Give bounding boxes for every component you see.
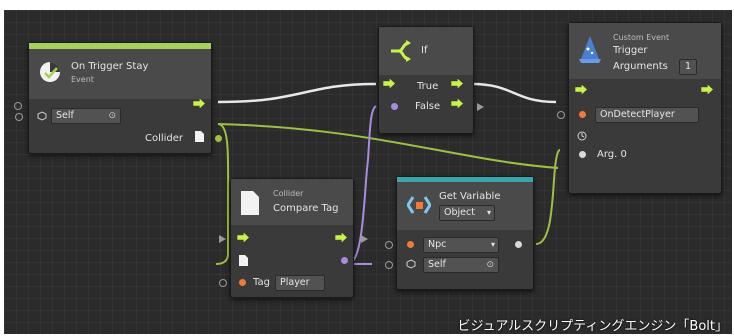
target-input-port[interactable]	[15, 113, 23, 121]
connections-layer	[215, 82, 561, 265]
variable-name-dropdown[interactable]: Npc ▾	[423, 237, 499, 253]
collider-doc-icon	[195, 131, 204, 142]
trigger-target-port-outer[interactable]	[14, 102, 22, 110]
control-input-port[interactable]	[219, 235, 226, 243]
tag-input-port[interactable]	[239, 279, 246, 286]
control-output-port[interactable]: ⮕	[193, 97, 206, 111]
chevron-down-icon: ▾	[486, 208, 491, 217]
target-input-port[interactable]	[557, 111, 565, 119]
node-compare-tag[interactable]: Collider Compare Tag ⮕ ⮕ Tag Player	[219, 178, 368, 298]
object-input-port-outer[interactable]	[385, 261, 393, 269]
collider-label: Collider	[145, 133, 184, 144]
node-title: Get Variable	[439, 191, 501, 202]
tag-value-field[interactable]: Player	[275, 275, 325, 291]
graph-editor[interactable]: On Trigger Stay Event ⮕ Self ⊙ Collider I…	[4, 10, 732, 334]
document-icon	[241, 191, 259, 215]
tag-label: Tag	[253, 277, 270, 288]
node-title: Trigger	[613, 45, 648, 56]
data-wire-tag-to-if	[347, 105, 377, 265]
chevron-down-icon: ▾	[490, 240, 495, 249]
control-input-port[interactable]: ⮕	[383, 77, 396, 91]
self-field[interactable]: Self ⊙	[51, 108, 121, 124]
node-subtitle: Custom Event	[613, 33, 670, 42]
object-self-field[interactable]: Self ⊙	[423, 257, 499, 273]
target-picker-icon[interactable]: ⊙	[108, 111, 116, 121]
node-on-trigger-stay[interactable]: On Trigger Stay Event ⮕ Self ⊙ Collider	[15, 42, 222, 154]
gameobject-icon	[37, 111, 47, 121]
node-subtitle: Event	[71, 75, 94, 84]
node-subtitle: Collider	[273, 189, 304, 198]
variable-kind-value: Object	[444, 207, 475, 218]
gameobject-icon	[406, 259, 416, 269]
name-input-port-outer[interactable]	[385, 241, 393, 249]
control-input-port[interactable]: ⮕	[575, 83, 588, 97]
event-name-field[interactable]: OnDetectPlayer	[595, 107, 699, 123]
branch-icon	[391, 40, 411, 62]
control-exit-port[interactable]	[361, 235, 368, 243]
trigger-event-icon	[40, 62, 60, 82]
node-header	[29, 43, 211, 99]
node-custom-event[interactable]: Custom Event Trigger Arguments 1 ⮕ ⮕ OnD…	[557, 22, 722, 194]
node-title: If	[421, 45, 428, 56]
object-self-value: Self	[428, 259, 446, 270]
name-input-port[interactable]	[407, 241, 414, 248]
collider-output-port[interactable]	[215, 135, 222, 142]
arguments-label: Arguments	[613, 61, 668, 72]
data-wire-npc-to-event	[535, 149, 561, 245]
condition-input-port[interactable]	[391, 103, 398, 110]
node-title: On Trigger Stay	[71, 61, 149, 72]
self-value: Self	[56, 110, 74, 121]
node-if[interactable]: If ⮕ True ⮕ False ⮕	[378, 26, 484, 134]
variable-icon	[407, 196, 431, 214]
result-output-port[interactable]	[341, 257, 348, 264]
collider-doc-icon	[239, 255, 248, 266]
arg-input-port[interactable]	[579, 151, 586, 158]
control-output-port[interactable]: ⮕	[335, 231, 348, 245]
true-label: True	[417, 81, 439, 92]
tag-input-port-outer[interactable]	[219, 279, 227, 287]
target-picker-icon[interactable]: ⊙	[486, 260, 494, 270]
true-output-port[interactable]: ⮕	[451, 77, 464, 91]
false-exit-port[interactable]	[477, 103, 484, 111]
clock-icon	[577, 131, 587, 141]
node-get-variable[interactable]: Get Variable Object ▾ Npc ▾ Self ⊙	[385, 176, 534, 290]
variable-kind-dropdown[interactable]: Object ▾	[439, 205, 495, 221]
node-title: Compare Tag	[273, 203, 339, 214]
data-wire-collider-to-arg	[217, 123, 559, 169]
control-output-port[interactable]: ⮕	[701, 83, 714, 97]
name-input-port[interactable]	[579, 111, 586, 118]
false-label: False	[415, 101, 441, 112]
false-output-port[interactable]: ⮕	[451, 97, 464, 111]
arguments-count-field[interactable]: 1	[679, 59, 697, 75]
control-input-arrow: ⮕	[237, 231, 250, 245]
variable-name-value: Npc	[428, 239, 447, 250]
arg-label: Arg. 0	[597, 149, 627, 160]
control-wire-trigger-to-if	[217, 82, 377, 104]
value-output-port[interactable]	[515, 241, 522, 248]
custom-event-icon	[579, 36, 601, 63]
caption-text: ビジュアルスクリプティングエンジン「Bolt」	[457, 319, 728, 334]
control-wire-if-to-event	[471, 82, 557, 104]
data-wire-collider-to-comparetag	[215, 123, 230, 265]
